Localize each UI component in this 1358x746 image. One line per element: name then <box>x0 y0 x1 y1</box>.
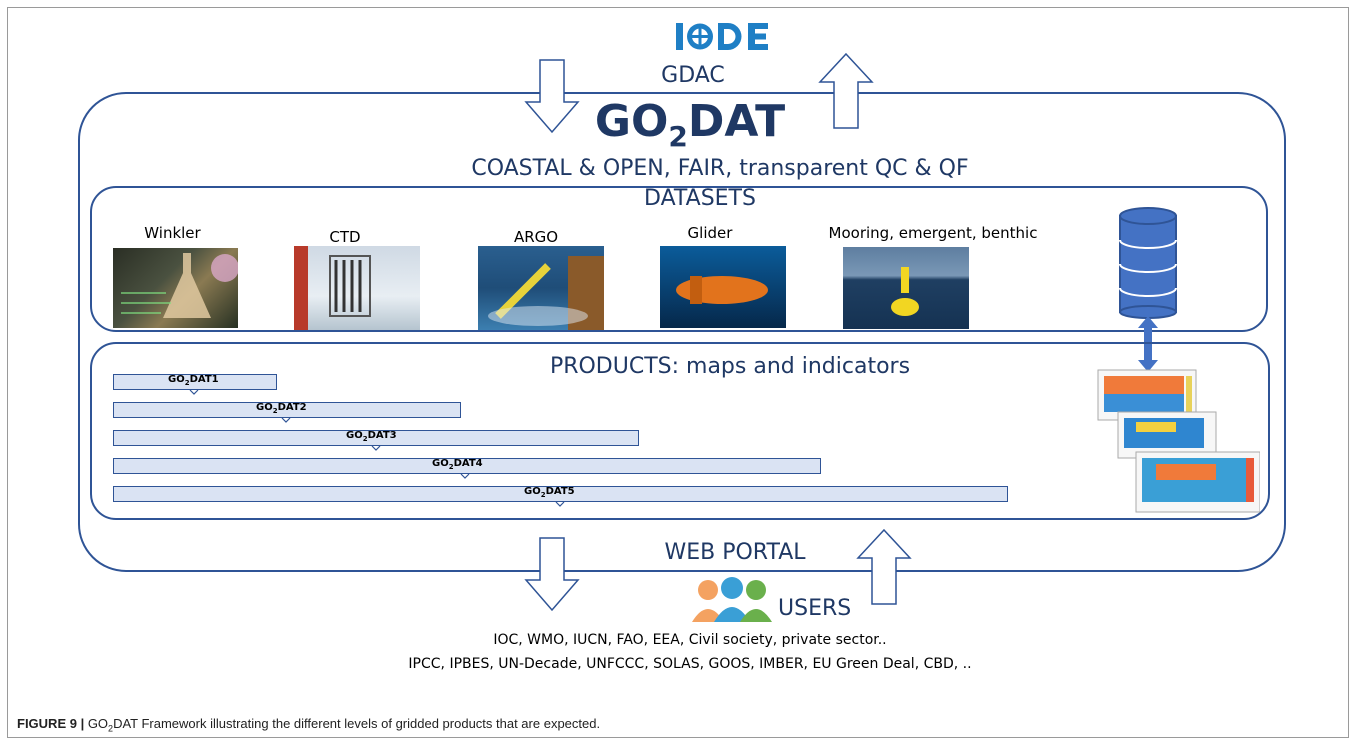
arrow-down-icon <box>524 59 580 134</box>
dataset-label-mooring: Mooring, emergent, benthic <box>828 224 1038 242</box>
iode-logo <box>676 20 786 62</box>
dataset-label-glider: Glider <box>687 224 733 242</box>
glider-image <box>676 276 768 304</box>
product-label-2: GO2DAT2 <box>256 402 307 415</box>
winkler-image <box>121 253 238 318</box>
mooring-photo <box>843 247 969 329</box>
datasets-box <box>90 186 1268 332</box>
maps-thumbnails <box>1097 369 1260 513</box>
arrow-up-bottom-icon <box>856 528 912 605</box>
datasets-title: DATASETS <box>644 186 756 211</box>
product-bar-1 <box>113 374 277 390</box>
product-label-5: GO2DAT5 <box>524 486 575 499</box>
web-portal-label: WEB PORTAL <box>664 540 806 565</box>
users-label: USERS <box>778 596 852 621</box>
double-arrow-icon <box>1138 316 1158 372</box>
iode-logo-mark <box>676 23 768 50</box>
argo-image <box>488 256 604 330</box>
product-label-1: GO2DAT1 <box>168 374 219 387</box>
arrow-up-icon <box>818 52 874 129</box>
go2dat-container <box>78 92 1286 572</box>
product-bar-4 <box>113 458 821 474</box>
users-list-1: IOC, WMO, IUCN, FAO, EEA, Civil society,… <box>493 632 887 648</box>
product-bar-3 <box>113 430 639 446</box>
figure-caption: FIGURE 9 | GO2DAT Framework illustrating… <box>17 716 601 734</box>
products-box <box>90 342 1270 520</box>
database-icon <box>1119 207 1177 319</box>
ctd-image <box>294 246 371 330</box>
product-bar-5 <box>113 486 1008 502</box>
arrow-down-bottom-icon <box>524 537 580 612</box>
gdac-label: GDAC <box>661 63 725 88</box>
go2dat-title: GO2DAT <box>594 96 786 153</box>
users-icon <box>692 577 772 622</box>
dataset-label-winkler: Winkler <box>144 224 201 242</box>
figure-frame <box>7 7 1349 738</box>
mooring-image <box>891 267 919 316</box>
dataset-label-ctd: CTD <box>329 228 361 246</box>
dataset-label-argo: ARGO <box>513 228 559 246</box>
glider-photo <box>660 246 786 328</box>
products-title: PRODUCTS: maps and indicators <box>549 354 911 379</box>
argo-photo <box>478 246 604 330</box>
winkler-photo <box>113 248 238 328</box>
product-label-3: GO2DAT3 <box>346 430 397 443</box>
ctd-photo <box>294 246 420 330</box>
product-label-4: GO2DAT4 <box>432 458 483 471</box>
users-list-2: IPCC, IPBES, UN-Decade, UNFCCC, SOLAS, G… <box>408 656 972 672</box>
product-bar-2 <box>113 402 461 418</box>
go2dat-subtitle: COASTAL & OPEN, FAIR, transparent QC & Q… <box>471 156 969 181</box>
